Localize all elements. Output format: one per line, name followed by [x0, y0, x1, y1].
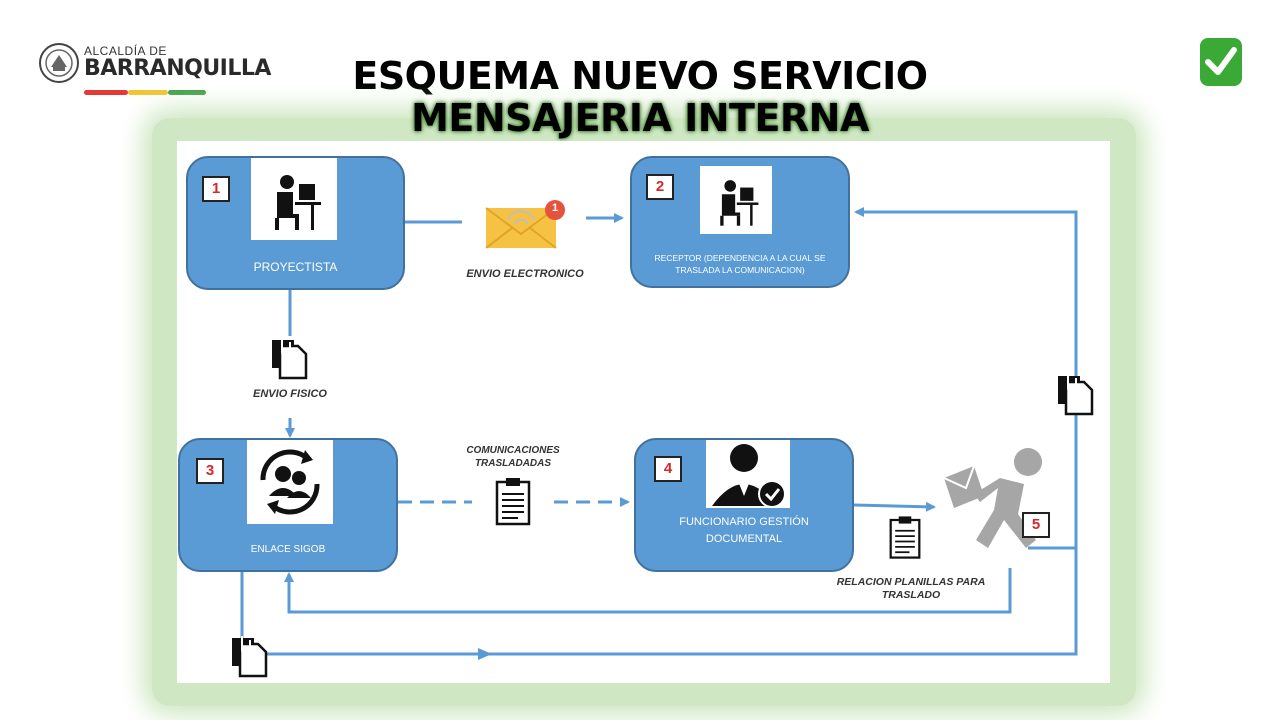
node-number: 3 [196, 458, 224, 484]
clipboard-list-icon [889, 516, 921, 559]
notification-badge: 1 [551, 202, 559, 214]
page-title-line2: MENSAJERIA INTERNA [411, 96, 869, 140]
node-icon-box [706, 440, 790, 508]
edge-courier-return [284, 568, 1012, 614]
clipboard-list-icon [495, 478, 531, 526]
label-envio-fisico: ENVIO FISICO [253, 388, 327, 400]
people-sync-icon [260, 449, 320, 515]
label-relacion-planillas: RELACION PLANILLAS PARA TRASLADO [826, 576, 996, 602]
logo-yellow-bar [128, 90, 168, 95]
city-seal-icon [39, 43, 79, 83]
alcaldia-logo: ALCALDÍA DE BARRANQUILLA [38, 40, 271, 100]
label-relacion-line1: RELACION PLANILLAS PARA [836, 576, 986, 588]
page-title-line1: ESQUEMA NUEVO SERVICIO [352, 54, 928, 98]
logo-top-text: ALCALDÍA DE [84, 44, 167, 58]
edge-bottom-loop [240, 548, 1078, 656]
brand-check-icon [1200, 38, 1242, 86]
node-receptor[interactable]: 2 RECEPTOR (DEPENDENCIA A LA CUAL SE TRA… [630, 156, 850, 288]
node-enlace-sigob[interactable]: 3 ENLACE SIGOB [178, 438, 398, 572]
document-clip-icon [232, 636, 268, 678]
node-proyectista[interactable]: 1 PROYECTISTA [186, 156, 405, 290]
node-label: RECEPTOR (DEPENDENCIA A LA CUAL SE TRASL… [654, 253, 826, 275]
person-at-computer-icon [275, 175, 321, 230]
logo-main-text: BARRANQUILLA [84, 56, 271, 81]
document-clip-icon [1058, 374, 1094, 416]
node-icon-box [251, 158, 337, 240]
email-envelope-icon [485, 200, 565, 249]
logo-green-bar [168, 90, 206, 95]
node-funcionario[interactable]: 4 FUNCIONARIO GESTIÓN DOCUMENTAL [634, 438, 854, 572]
running-courier-icon [943, 448, 1042, 548]
logo-red-bar [84, 90, 128, 95]
document-clip-icon [272, 338, 308, 380]
label-comunicaciones-line2: TRASLADADAS [474, 458, 552, 469]
label-comunicaciones-line1: COMUNICACIONES [466, 445, 560, 456]
node-label: ENLACE SIGOB [250, 544, 326, 555]
node-number: 2 [646, 174, 674, 200]
edge-to-courier [853, 501, 936, 512]
node-number: 5 [1022, 512, 1050, 538]
node-number: 1 [202, 176, 230, 202]
node-label: FUNCIONARIO GESTIÓN DOCUMENTAL [679, 516, 809, 545]
person-check-icon [712, 444, 786, 508]
person-at-computer-icon [720, 180, 759, 226]
node-icon-box [700, 166, 772, 234]
label-envio-electronico: ENVIO ELECTRONICO [466, 268, 584, 280]
label-relacion-line2: TRASLADO [881, 589, 941, 601]
node-label: PROYECTISTA [253, 260, 338, 274]
node-number: 4 [654, 456, 682, 482]
label-comunicaciones: COMUNICACIONES TRASLADADAS [448, 444, 578, 470]
node-icon-box [247, 440, 333, 524]
